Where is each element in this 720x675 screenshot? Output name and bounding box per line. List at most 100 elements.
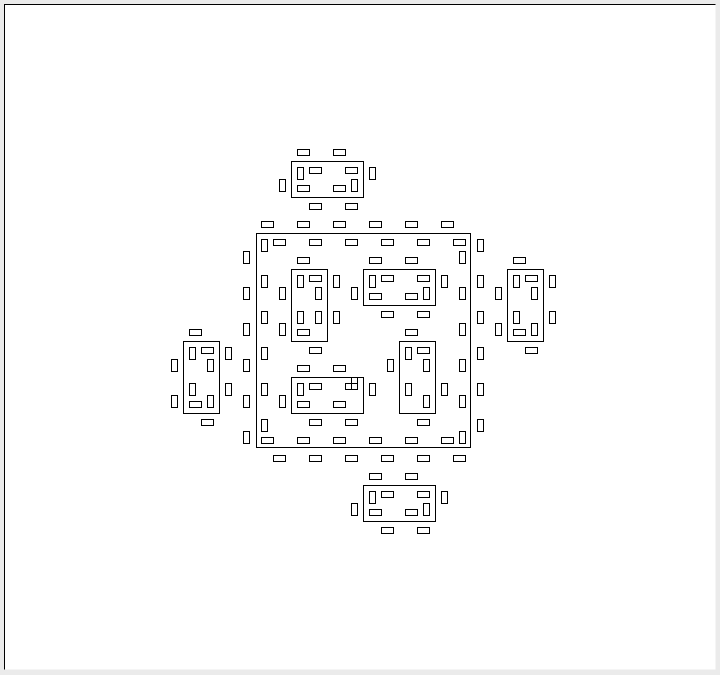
door-mark [309, 203, 322, 210]
door-mark [369, 293, 382, 300]
door-mark [279, 323, 286, 336]
door-mark [513, 329, 526, 336]
door-mark [369, 473, 382, 480]
door-mark [333, 275, 340, 288]
satellite-room-bottom [363, 485, 436, 522]
door-mark [405, 347, 412, 360]
door-mark [453, 455, 466, 462]
door-mark [441, 221, 454, 228]
door-mark [261, 239, 268, 252]
door-mark [477, 275, 484, 288]
door-mark [261, 275, 268, 288]
door-mark [273, 455, 286, 462]
door-mark [405, 221, 418, 228]
door-mark [243, 431, 250, 444]
door-mark [369, 167, 376, 180]
door-mark [477, 239, 484, 252]
door-mark [171, 395, 178, 408]
door-mark [387, 359, 394, 372]
door-mark [549, 275, 556, 288]
main-room [256, 233, 471, 448]
door-mark [243, 395, 250, 408]
door-mark [477, 383, 484, 396]
door-mark [369, 383, 376, 396]
door-mark [243, 323, 250, 336]
door-mark [405, 293, 418, 300]
door-mark [243, 359, 250, 372]
door-mark [309, 275, 322, 282]
door-mark [297, 185, 310, 192]
door-mark [525, 275, 538, 282]
door-mark [279, 395, 286, 408]
door-mark [297, 329, 310, 336]
door-mark [369, 257, 382, 264]
door-mark [459, 323, 466, 336]
door-mark [309, 419, 322, 426]
satellite-room-top [291, 161, 364, 198]
door-mark [441, 383, 448, 396]
door-mark [261, 221, 274, 228]
door-mark [309, 383, 322, 390]
door-mark [381, 311, 394, 318]
door-mark [345, 203, 358, 210]
door-mark [549, 311, 556, 324]
door-mark [417, 275, 430, 282]
inner-room-bottom-right [399, 341, 436, 414]
door-mark [171, 359, 178, 372]
door-mark [369, 275, 376, 288]
door-mark [417, 311, 430, 318]
satellite-room-left [183, 341, 220, 414]
door-mark [333, 311, 340, 324]
door-mark [273, 239, 286, 246]
door-mark [297, 401, 310, 408]
door-mark [297, 167, 304, 180]
door-mark [189, 383, 196, 396]
door-mark [201, 419, 214, 426]
door-mark [225, 383, 232, 396]
door-mark [459, 287, 466, 300]
door-mark [459, 359, 466, 372]
door-mark [333, 149, 346, 156]
door-mark [417, 491, 430, 498]
door-mark [333, 365, 346, 372]
door-mark [207, 395, 214, 408]
door-mark [333, 185, 346, 192]
door-mark [297, 383, 304, 396]
door-mark [297, 437, 310, 444]
door-mark [309, 167, 322, 174]
door-mark [513, 257, 526, 264]
door-marks [171, 149, 556, 534]
door-mark [369, 437, 382, 444]
door-mark [333, 401, 346, 408]
door-mark [261, 419, 268, 432]
door-mark [351, 503, 358, 516]
door-mark [351, 179, 358, 192]
door-mark [405, 257, 418, 264]
door-mark [495, 287, 502, 300]
door-mark [345, 419, 358, 426]
door-mark [381, 239, 394, 246]
door-mark [369, 509, 382, 516]
door-mark [279, 287, 286, 300]
door-mark [381, 455, 394, 462]
door-mark [417, 527, 430, 534]
door-mark [369, 221, 382, 228]
door-mark [477, 311, 484, 324]
door-mark [441, 437, 454, 444]
door-mark [207, 359, 214, 372]
door-mark [333, 221, 346, 228]
door-mark [351, 287, 358, 300]
door-mark [423, 503, 430, 516]
door-mark [225, 347, 232, 360]
door-mark [345, 239, 358, 246]
door-mark [297, 311, 304, 324]
door-mark [189, 347, 196, 360]
door-mark [315, 287, 322, 300]
drawing-area-border [4, 4, 716, 670]
door-mark [417, 239, 430, 246]
door-mark [345, 455, 358, 462]
door-mark [405, 437, 418, 444]
door-mark [423, 395, 430, 408]
